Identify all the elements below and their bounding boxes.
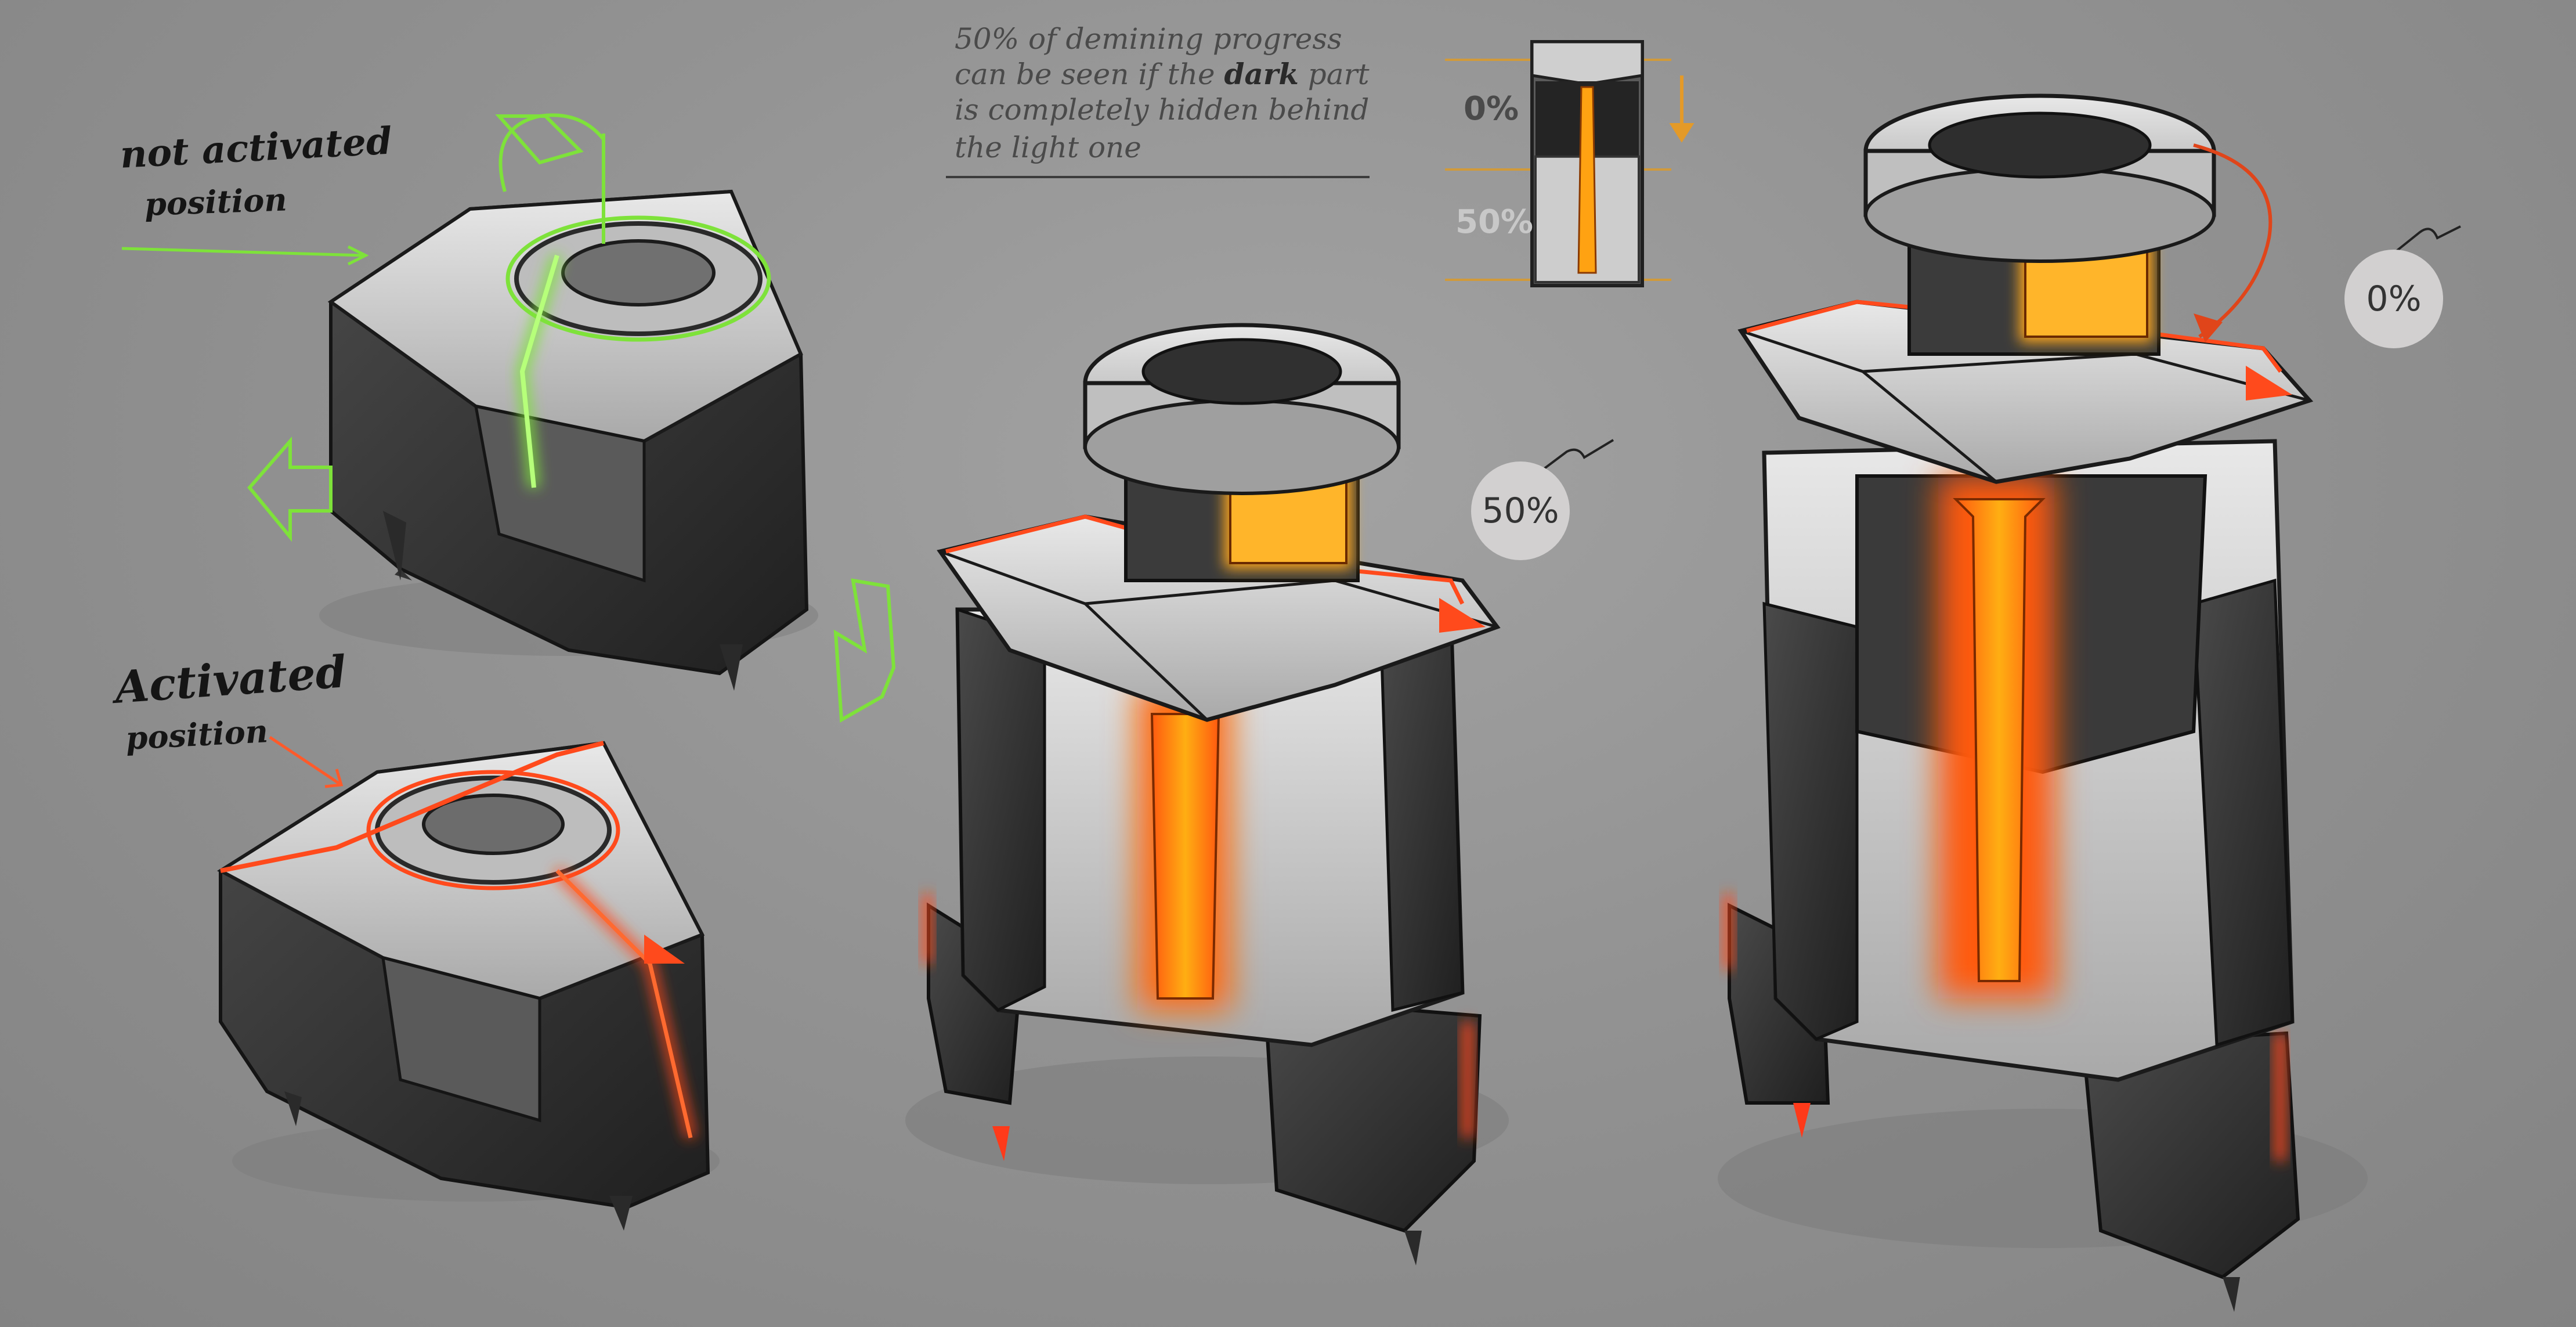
mine-activated (217, 741, 720, 1231)
down-arrow-icon (1669, 75, 1695, 143)
pointer-arrow-inactive (121, 245, 369, 266)
label-activated-position: position (125, 712, 269, 757)
mine-zero-progress (1718, 93, 2368, 1312)
move-arrow-icon (247, 437, 896, 723)
gauge-label-mid: 50% (1455, 203, 1534, 241)
fuse-squiggle-icon (1542, 439, 1614, 470)
caption-emphasis-dark: dark (1224, 57, 1299, 91)
caption-line-4: the light one (955, 131, 1141, 164)
caption-line-3: is completely hidden behind (955, 93, 1370, 127)
pointer-arrow-active (269, 735, 344, 788)
mine-not-activated (319, 189, 818, 691)
fuse-squiggle-icon (2390, 225, 2461, 257)
progress-badge-tall: 0% (2344, 250, 2443, 348)
mine-half-progress (905, 323, 1509, 1265)
progress-badge-mid: 50% (1471, 461, 1570, 560)
label-not-activated-position: position (144, 181, 288, 223)
caption-line-1: 50% of demining progress (955, 22, 1342, 56)
gauge-label-top: 0% (1464, 90, 1519, 128)
caption-line-2: can be seen if the dark part (955, 57, 1370, 91)
rotate-arrow-icon (495, 113, 605, 244)
progress-gauge (1445, 40, 1671, 287)
